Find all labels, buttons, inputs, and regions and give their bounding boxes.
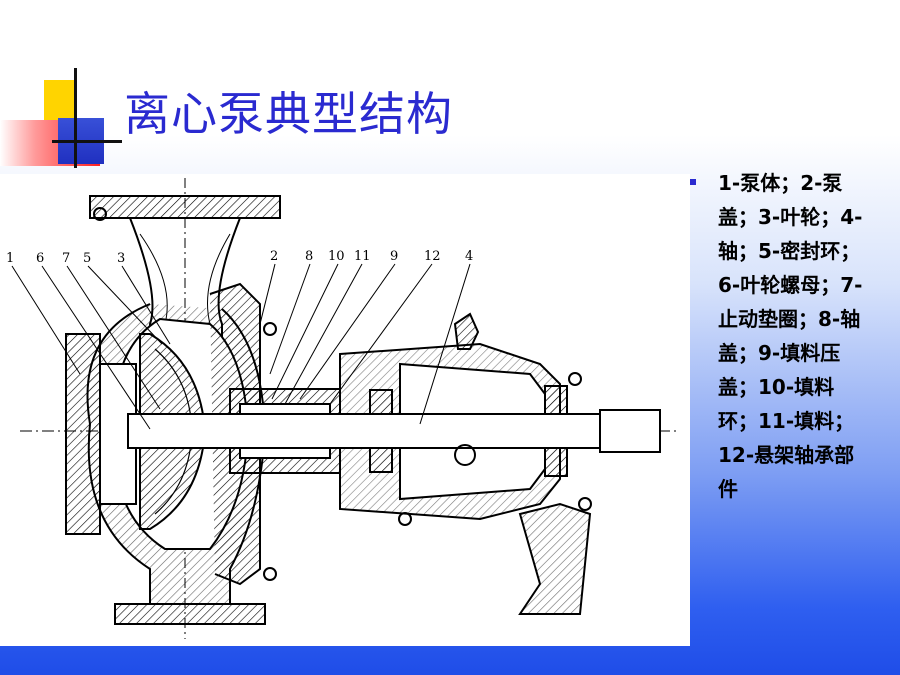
part-label: 5 <box>83 251 91 266</box>
bearing-left-bottom <box>369 447 393 473</box>
bolt <box>263 567 277 581</box>
part-label: 7 <box>62 251 70 266</box>
bolt <box>93 207 107 221</box>
bolt <box>398 512 412 526</box>
shaft <box>127 413 659 449</box>
slide-title: 离心泵典型结构 <box>124 87 453 141</box>
bearing-left-top <box>369 389 393 415</box>
part-label: 4 <box>465 249 473 264</box>
part-label: 1 <box>6 251 14 266</box>
part-label: 10 <box>328 249 345 264</box>
part-label: 9 <box>390 249 398 264</box>
discharge-flange <box>89 195 281 219</box>
part-label: 11 <box>354 249 371 264</box>
part-label: 2 <box>270 249 278 264</box>
deco-yellow-block <box>44 80 74 120</box>
legend-text: 1-泵体；2-泵盖；3-叶轮；4-轴；5-密封环；6-叶轮螺母；7-止动垫圈；8… <box>718 171 863 501</box>
part-label: 3 <box>117 251 125 266</box>
bearing-right-top <box>544 385 568 415</box>
bearing-right-bottom <box>544 447 568 477</box>
support-foot <box>518 502 592 615</box>
deco-horizontal-line <box>52 140 122 143</box>
part-label: 6 <box>36 251 44 266</box>
part-label: 12 <box>424 249 441 264</box>
bolt <box>578 497 592 511</box>
suction-flange <box>65 333 101 535</box>
part-label: 8 <box>305 249 313 264</box>
bolt <box>568 372 582 386</box>
oil-plug <box>454 444 476 466</box>
bullet-icon <box>690 179 696 185</box>
deco-vertical-line <box>74 68 77 168</box>
shaft-end <box>599 409 661 453</box>
pump-cross-section: 1 6 7 5 3 2 8 10 11 9 12 4 <box>6 178 680 639</box>
vent-cap <box>453 312 480 350</box>
bolt <box>263 322 277 336</box>
pump-diagram: 1 6 7 5 3 2 8 10 11 9 12 4 <box>0 174 690 646</box>
casing-base <box>114 603 266 625</box>
